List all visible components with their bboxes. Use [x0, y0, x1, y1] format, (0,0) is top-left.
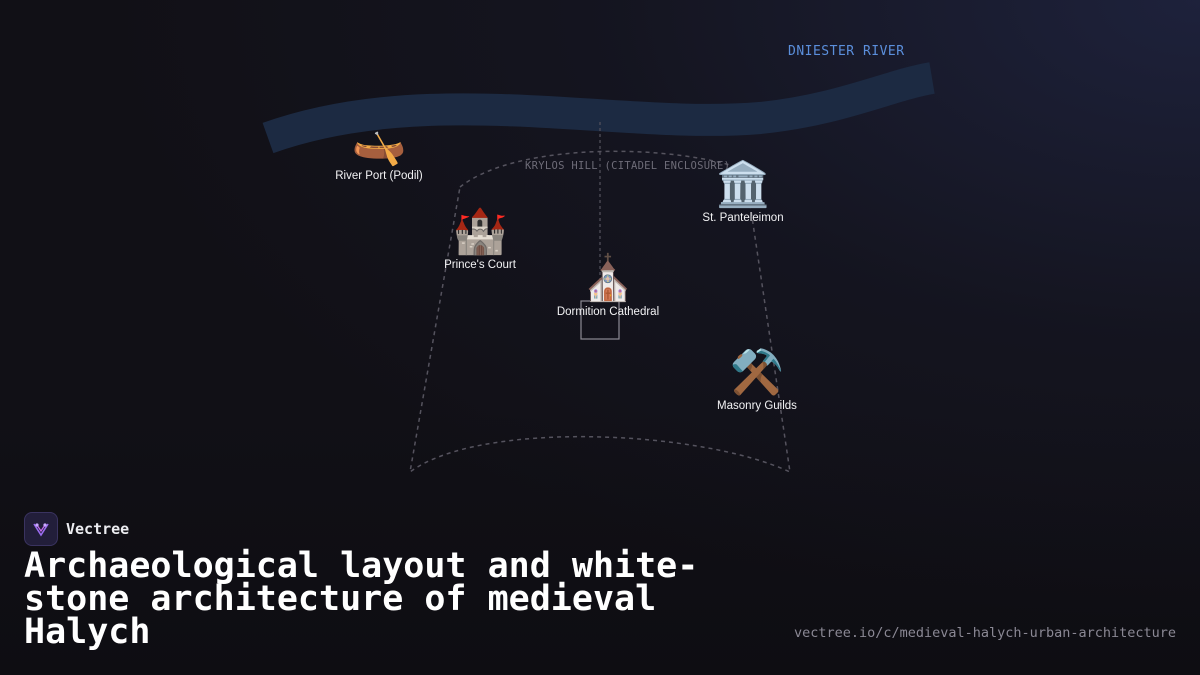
site-label: Prince's Court — [444, 259, 516, 271]
river-label: DNIESTER RIVER — [788, 44, 905, 59]
castle-icon: 🏰 — [452, 206, 508, 257]
site-label: St. Panteleimon — [702, 212, 784, 224]
brand[interactable]: Vectree — [24, 512, 129, 546]
cathedral-foundation — [580, 300, 620, 340]
site-st-panteleimon: 🏛️ St. Panteleimon — [683, 159, 803, 225]
classical-building-icon: 🏛️ — [715, 159, 771, 210]
brand-name: Vectree — [66, 520, 130, 538]
site-river-port: 🛶 River Port (Podil) — [319, 117, 439, 183]
page-url[interactable]: vectree.io/c/medieval-halych-urban-archi… — [793, 625, 1176, 641]
site-label: Masonry Guilds — [717, 400, 797, 412]
site-label: Dormition Cathedral — [556, 306, 660, 318]
church-icon: ⛪ — [580, 253, 636, 304]
vectree-logo-icon — [24, 512, 58, 546]
site-dormition-cathedral: ⛪ Dormition Cathedral — [543, 253, 673, 319]
site-label: River Port (Podil) — [335, 170, 423, 182]
site-masonry-guilds: ⚒️ Masonry Guilds — [697, 347, 817, 413]
page-title: Archaeological layout and white-stone ar… — [24, 546, 699, 652]
hill-label: KRYLOS HILL (CITADEL ENCLOSURE) — [525, 160, 731, 172]
canoe-icon: 🛶 — [351, 117, 407, 168]
hammer-and-pick-icon: ⚒️ — [729, 347, 785, 398]
dniester-river — [262, 62, 935, 154]
site-princes-court: 🏰 Prince's Court — [420, 206, 540, 272]
